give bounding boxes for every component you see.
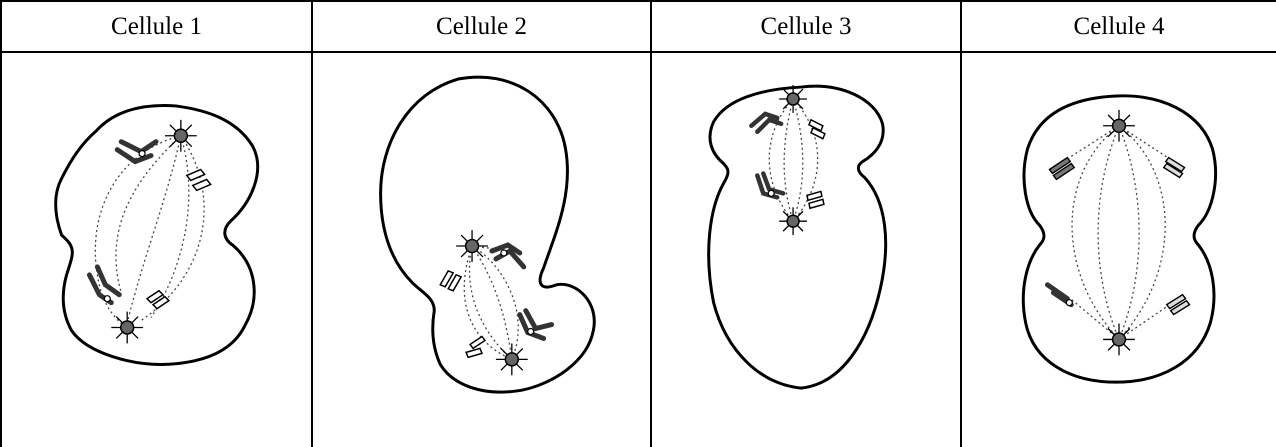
cell-4-figure bbox=[962, 53, 1276, 446]
chromosome-light-bottom bbox=[807, 191, 824, 208]
centrosome-bottom bbox=[111, 312, 143, 344]
chromosome-dark-bottom bbox=[89, 267, 119, 303]
chromosome-dark-top bbox=[117, 142, 156, 162]
chromosome-dark-right bbox=[520, 311, 552, 339]
cell-membrane bbox=[381, 77, 595, 392]
chromosome-light-bottom bbox=[147, 291, 169, 309]
chromosome-dark-bottom bbox=[757, 173, 783, 197]
centrosome-top bbox=[779, 85, 807, 113]
cell-4-drawing bbox=[961, 52, 1276, 447]
chromosome-upper-left bbox=[1049, 158, 1074, 180]
cell-1-figure bbox=[2, 53, 311, 446]
centrosome-bottom bbox=[779, 207, 807, 235]
cell-membrane bbox=[709, 86, 886, 388]
header-cellule-3: Cellule 3 bbox=[651, 1, 961, 52]
chromosome-upper-right bbox=[1164, 158, 1185, 178]
cell-2-drawing bbox=[312, 52, 651, 447]
chromosome-light-bottom bbox=[466, 336, 485, 357]
chromosome-dark-top bbox=[751, 114, 781, 132]
centrosome-top bbox=[456, 230, 488, 262]
spindle-fibers bbox=[1069, 126, 1172, 340]
chromosome-lower-right bbox=[1167, 295, 1190, 315]
header-cellule-2: Cellule 2 bbox=[312, 1, 651, 52]
header-row: Cellule 1 Cellule 2 Cellule 3 Cellule 4 bbox=[1, 1, 1276, 52]
chromosome-lower-left bbox=[1047, 285, 1072, 306]
centrosome-top bbox=[1103, 110, 1135, 142]
header-cellule-1: Cellule 1 bbox=[1, 1, 312, 52]
chromosome-light-top bbox=[809, 120, 825, 139]
cell-2-figure bbox=[313, 53, 650, 446]
chromosome-light-top bbox=[187, 170, 211, 191]
chromosome-light-left bbox=[440, 271, 461, 291]
centrosome-bottom bbox=[1103, 324, 1135, 356]
cell-1-drawing bbox=[1, 52, 312, 447]
cell-3-figure bbox=[652, 53, 960, 446]
cell-3-drawing bbox=[651, 52, 961, 447]
drawing-row bbox=[1, 52, 1276, 447]
header-cellule-4: Cellule 4 bbox=[961, 1, 1276, 52]
chromosome-dark-top bbox=[492, 245, 524, 267]
